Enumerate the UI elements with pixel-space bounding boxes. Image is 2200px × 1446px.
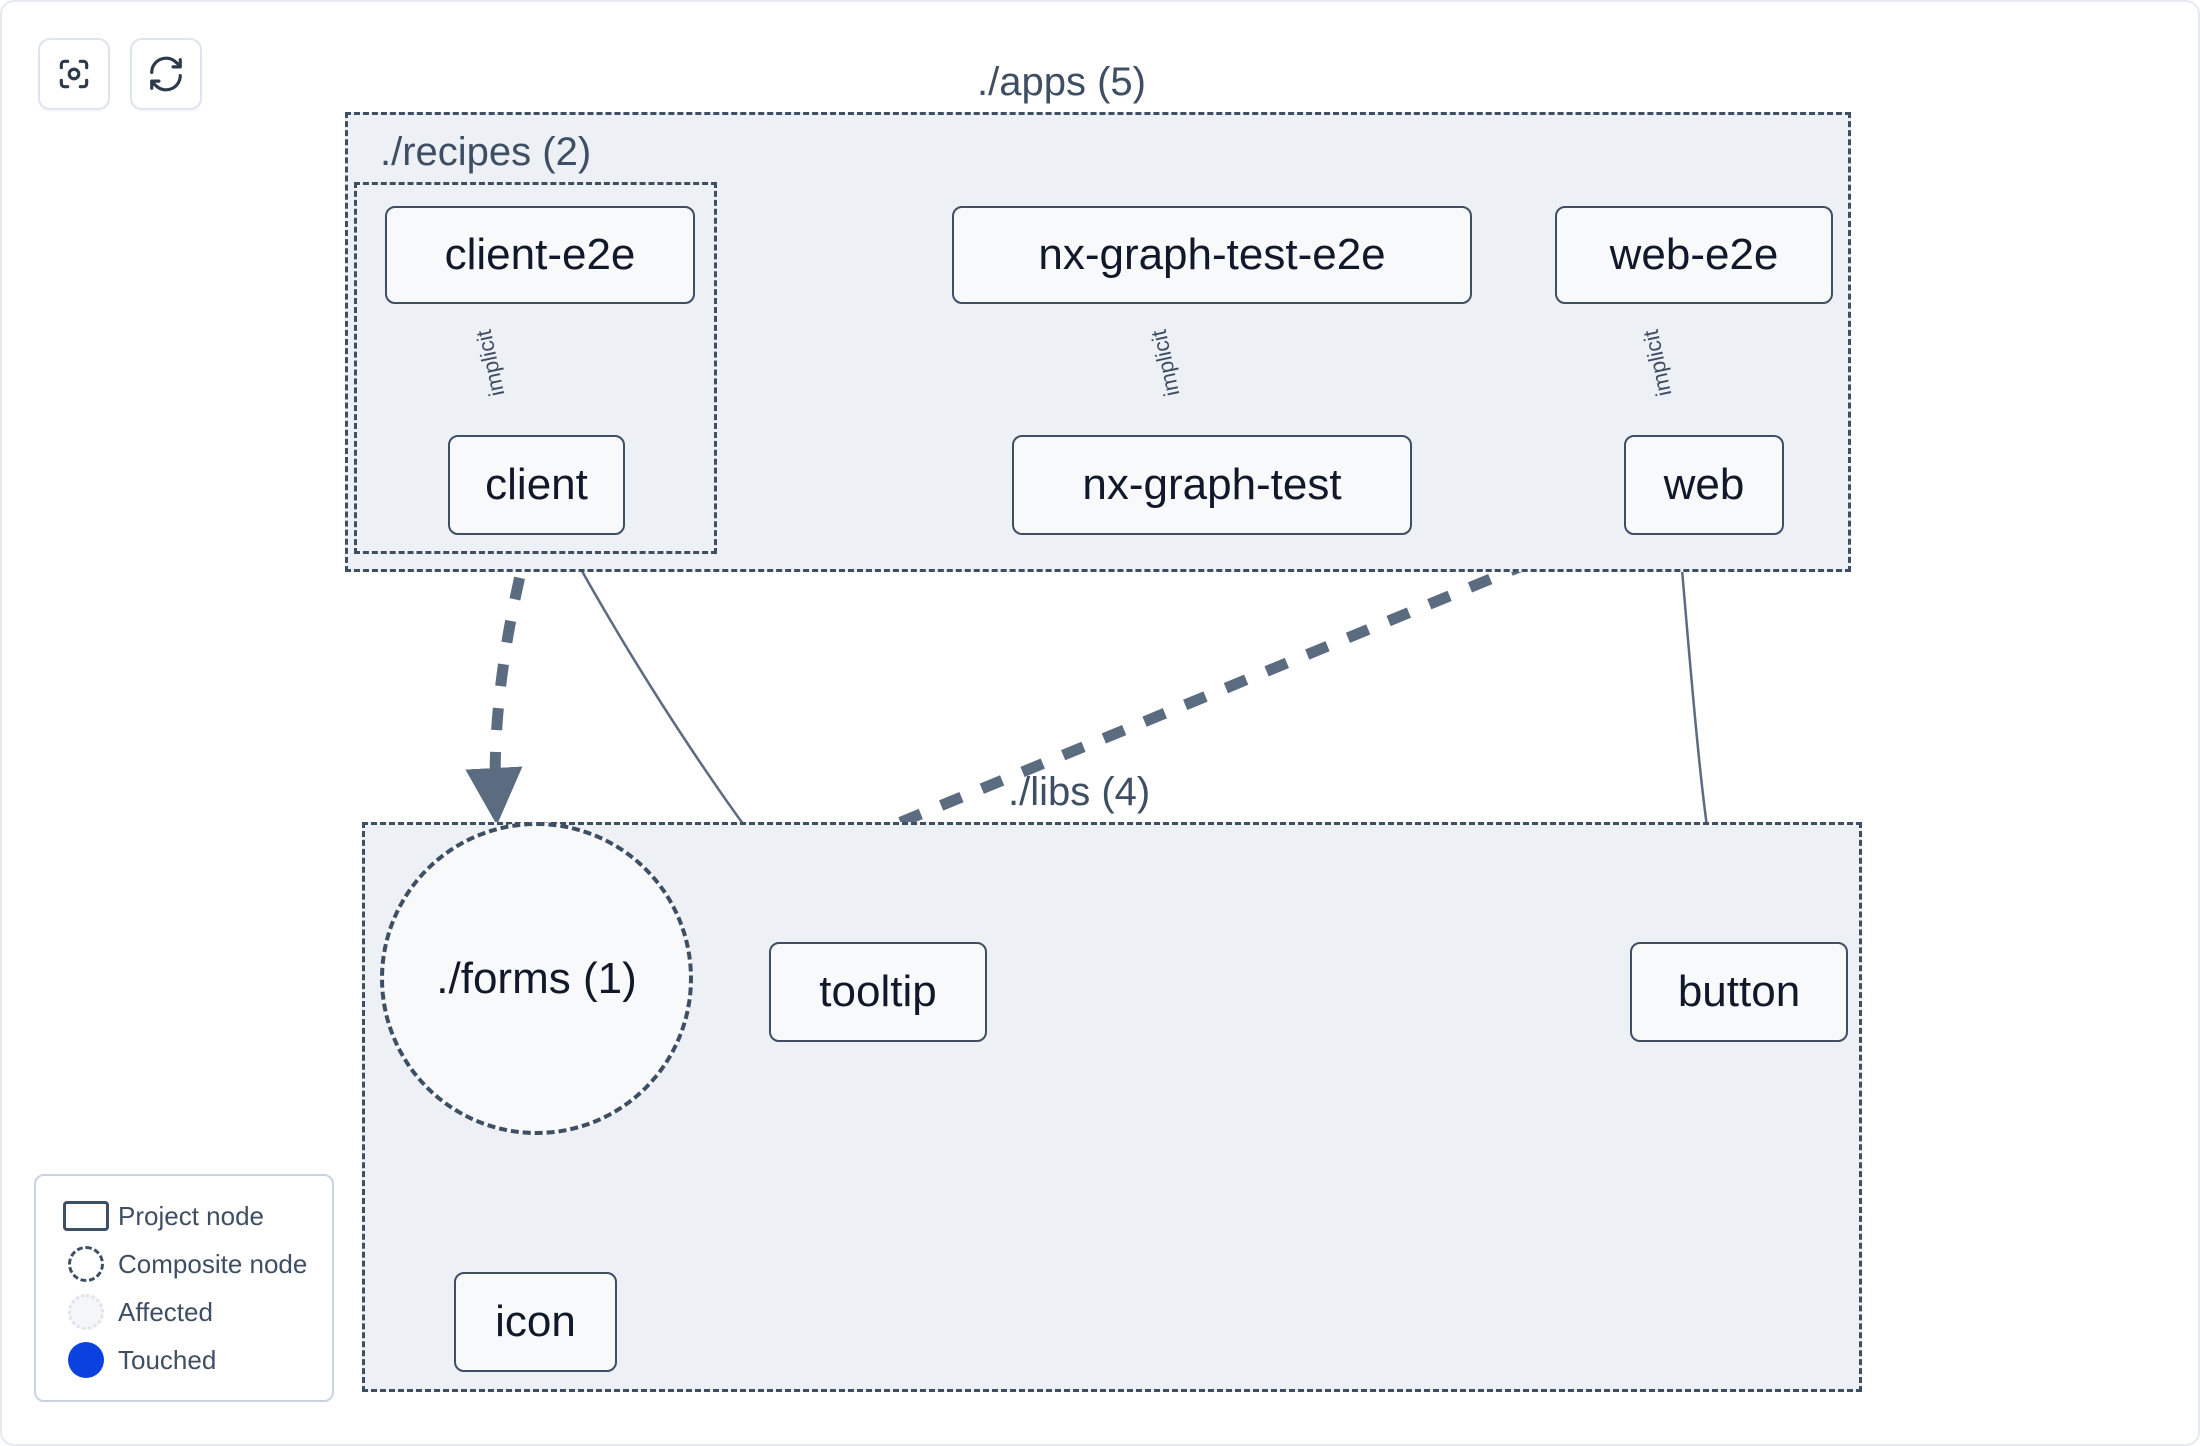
- legend-item-composite-node: Composite node: [54, 1240, 314, 1288]
- composite-node-swatch: [54, 1246, 118, 1282]
- node-label: web: [1663, 460, 1745, 509]
- node-label: icon: [495, 1297, 576, 1346]
- node-icon[interactable]: icon: [454, 1272, 617, 1372]
- focus-graph-button[interactable]: [38, 38, 110, 110]
- node-label: button: [1677, 967, 1801, 1016]
- legend-item-affected: Affected: [54, 1288, 314, 1336]
- node-label: client-e2e: [444, 230, 636, 279]
- graph-legend: Project node Composite node Affected Tou…: [34, 1174, 334, 1402]
- legend-item-project-node: Project node: [54, 1192, 314, 1240]
- legend-label: Touched: [118, 1344, 217, 1375]
- node-nx-graph-test[interactable]: nx-graph-test: [1012, 435, 1412, 535]
- legend-item-touched: Touched: [54, 1336, 314, 1384]
- node-client[interactable]: client: [448, 435, 625, 535]
- node-button[interactable]: button: [1630, 942, 1848, 1042]
- legend-label: Project node: [118, 1200, 264, 1231]
- node-forms-composite[interactable]: ./forms (1): [380, 822, 693, 1135]
- node-web[interactable]: web: [1624, 435, 1784, 535]
- node-label: client: [485, 460, 588, 509]
- node-label: web-e2e: [1609, 230, 1779, 279]
- project-node-swatch: [54, 1201, 118, 1231]
- focus-target-icon: [55, 55, 93, 93]
- node-client-e2e[interactable]: client-e2e: [385, 206, 695, 304]
- node-web-e2e[interactable]: web-e2e: [1555, 206, 1833, 304]
- node-label: ./forms (1): [436, 953, 637, 1003]
- refresh-graph-button[interactable]: [130, 38, 202, 110]
- node-nx-graph-test-e2e[interactable]: nx-graph-test-e2e: [952, 206, 1472, 304]
- node-label: tooltip: [819, 967, 937, 1016]
- refresh-icon: [147, 55, 185, 93]
- touched-swatch: [54, 1342, 118, 1378]
- node-label: nx-graph-test-e2e: [1038, 230, 1386, 279]
- node-tooltip[interactable]: tooltip: [769, 942, 987, 1042]
- legend-label: Affected: [118, 1296, 213, 1327]
- legend-label: Composite node: [118, 1248, 308, 1279]
- node-label: nx-graph-test: [1082, 460, 1342, 509]
- group-label-apps: ./apps (5): [977, 60, 1146, 104]
- graph-toolbar: [38, 38, 202, 110]
- edge-client-to-forms: [465, 533, 536, 826]
- group-label-recipes: ./recipes (2): [380, 130, 592, 174]
- affected-swatch: [54, 1294, 118, 1330]
- group-label-libs: ./libs (4): [1008, 770, 1151, 814]
